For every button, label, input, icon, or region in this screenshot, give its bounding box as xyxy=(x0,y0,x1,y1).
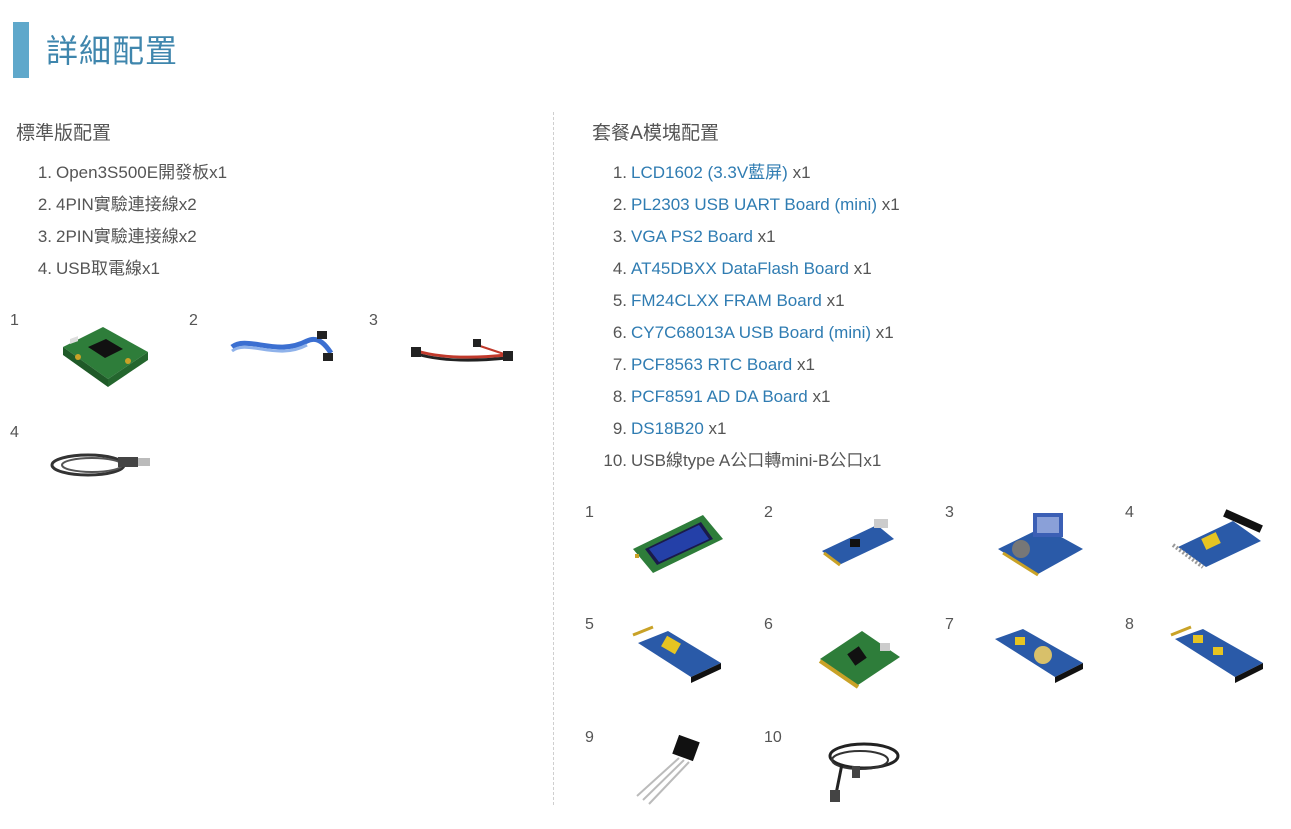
package-a-section-title: 套餐A模塊配置 xyxy=(592,122,719,144)
figure-package-1: 1 xyxy=(585,504,755,604)
fpga-board-icon xyxy=(63,327,148,387)
usb-board-icon xyxy=(818,631,900,689)
page-title: 詳細配置 xyxy=(46,32,179,70)
figure-package-3: 3 xyxy=(945,504,1115,604)
title-accent-bar xyxy=(13,22,29,78)
module-link-fm24clxx[interactable]: FM24CLXX FRAM Board xyxy=(631,291,822,310)
figure-package-5: 5 xyxy=(585,616,755,716)
list-item: 8.PCF8591 AD DA Board x1 xyxy=(612,387,831,406)
figure-package-2: 2 xyxy=(764,504,934,604)
package-a-list: 1.LCD1602 (3.3V藍屏) x1 2.PL2303 USB UART … xyxy=(600,157,900,477)
figure-number: 7 xyxy=(945,616,954,633)
figure-number: 4 xyxy=(10,424,19,441)
list-item: 7.PCF8563 RTC Board x1 xyxy=(612,355,815,374)
figure-package-4: 4 xyxy=(1125,504,1291,604)
figure-number: 8 xyxy=(1125,616,1134,633)
dataflash-board-icon xyxy=(1171,509,1263,569)
standard-list: 1.Open3S500E開發板x1 2.4PIN實驗連接線x2 3.2PIN實驗… xyxy=(30,157,227,285)
figure-package-6: 6 xyxy=(764,616,934,716)
list-item: 9.DS18B20 x1 xyxy=(612,419,727,438)
list-item: 2.4PIN實驗連接線x2 xyxy=(37,195,197,214)
list-item: 1.Open3S500E開發板x1 xyxy=(37,163,228,182)
list-item: 2.PL2303 USB UART Board (mini) x1 xyxy=(612,195,900,214)
module-link-lcd1602[interactable]: LCD1602 (3.3V藍屏) xyxy=(631,163,788,182)
figure-number: 3 xyxy=(945,504,954,521)
figure-number: 1 xyxy=(10,312,19,329)
rtc-board-icon xyxy=(995,629,1083,683)
module-link-pcf8563[interactable]: PCF8563 RTC Board xyxy=(631,355,793,374)
mini-usb-cable-icon xyxy=(828,742,900,802)
usb-uart-board-icon xyxy=(822,519,894,567)
list-item: 6.CY7C68013A USB Board (mini) x1 xyxy=(612,323,894,342)
ad-da-board-icon xyxy=(1170,625,1263,683)
usb-power-cable-icon xyxy=(50,453,150,477)
standard-section-title: 標準版配置 xyxy=(16,122,112,144)
figure-package-7: 7 xyxy=(945,616,1115,716)
figure-package-9: 9 xyxy=(585,729,755,829)
list-item: 3.2PIN實驗連接線x2 xyxy=(37,227,197,246)
figure-number: 5 xyxy=(585,616,594,633)
module-link-pl2303[interactable]: PL2303 USB UART Board (mini) xyxy=(631,195,877,214)
figure-number: 10 xyxy=(764,729,782,746)
list-item: 5.FM24CLXX FRAM Board x1 xyxy=(612,291,845,310)
2pin-cable-icon xyxy=(411,339,513,362)
4pin-cable-icon xyxy=(230,331,334,361)
ds18b20-sensor-icon xyxy=(636,734,700,805)
figure-number: 4 xyxy=(1125,504,1134,521)
column-divider xyxy=(553,112,554,805)
figure-standard-1: 1 xyxy=(10,312,180,412)
list-item: 4.USB取電線x1 xyxy=(37,259,160,278)
figure-number: 2 xyxy=(189,312,198,329)
vga-ps2-board-icon xyxy=(998,513,1083,577)
module-link-at45dbxx[interactable]: AT45DBXX DataFlash Board xyxy=(631,259,849,278)
figure-number: 2 xyxy=(764,504,773,521)
figure-number: 3 xyxy=(369,312,378,329)
lcd1602-icon xyxy=(633,515,723,573)
figure-number: 9 xyxy=(585,729,594,746)
list-item: 3.VGA PS2 Board x1 xyxy=(612,227,776,246)
module-link-vga-ps2[interactable]: VGA PS2 Board xyxy=(631,227,753,246)
figure-number: 1 xyxy=(585,504,594,521)
list-item: 10.USB線type A公口轉mini-B公口x1 xyxy=(603,451,882,470)
figure-number: 6 xyxy=(764,616,773,633)
figure-standard-4: 4 xyxy=(10,424,180,524)
list-item: 4.AT45DBXX DataFlash Board x1 xyxy=(612,259,872,278)
figure-standard-3: 3 xyxy=(369,312,539,412)
module-link-ds18b20[interactable]: DS18B20 xyxy=(631,419,704,438)
list-item: 1.LCD1602 (3.3V藍屏) x1 xyxy=(612,163,811,182)
figure-standard-2: 2 xyxy=(189,312,359,412)
module-link-cy7c68013a[interactable]: CY7C68013A USB Board (mini) xyxy=(631,323,872,342)
figure-package-10: 10 xyxy=(764,729,934,829)
figure-package-8: 8 xyxy=(1125,616,1291,716)
module-link-pcf8591[interactable]: PCF8591 AD DA Board xyxy=(631,387,808,406)
fram-board-icon xyxy=(632,625,721,683)
